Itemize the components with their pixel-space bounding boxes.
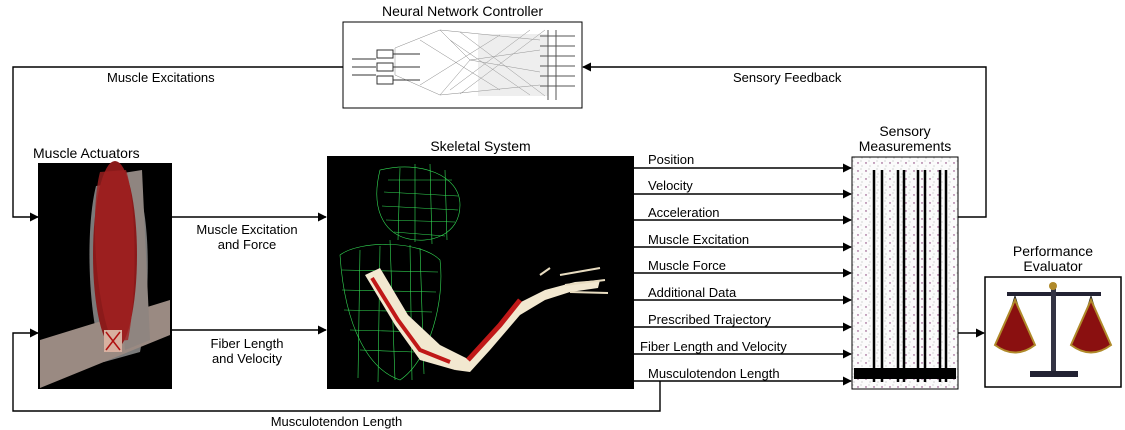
performance-evaluator-title: Performance Evaluator [990,244,1116,274]
signal-acceleration-label: Acceleration [648,205,720,220]
neural-network-title: Neural Network Controller [343,4,582,19]
signal-muscle-force-label: Muscle Force [648,258,726,273]
signal-prescribed-trajectory-label: Prescribed Trajectory [648,312,771,327]
sensory-measurements-title: Sensory Measurements [852,124,958,154]
signal-position-label: Position [648,152,694,167]
signal-additional-data-label: Additional Data [648,285,736,300]
musculotendon-length-bottom-label: Musculotendon Length [13,414,660,429]
fiber-length-velocity-label: Fiber Length and Velocity [172,336,322,366]
skeletal-system-title: Skeletal System [327,139,634,154]
signal-fiber-length-velocity-label: Fiber Length and Velocity [640,339,787,354]
skeletal-system-image [327,156,634,389]
sensory-measurements-panel [852,157,958,389]
muscle-actuators-title: Muscle Actuators [33,146,140,161]
performance-evaluator-image [985,277,1121,387]
neural-network-panel [343,22,582,108]
signal-velocity-label: Velocity [648,178,693,193]
muscle-excitation-force-label: Muscle Excitation and Force [172,222,322,252]
muscle-excitations-label: Muscle Excitations [107,70,215,85]
sensory-feedback-label: Sensory Feedback [733,70,841,85]
signal-muscle-excitation-label: Muscle Excitation [648,232,749,247]
muscle-actuators-image [38,161,172,389]
signal-musculotendon-length-label: Musculotendon Length [648,366,780,381]
